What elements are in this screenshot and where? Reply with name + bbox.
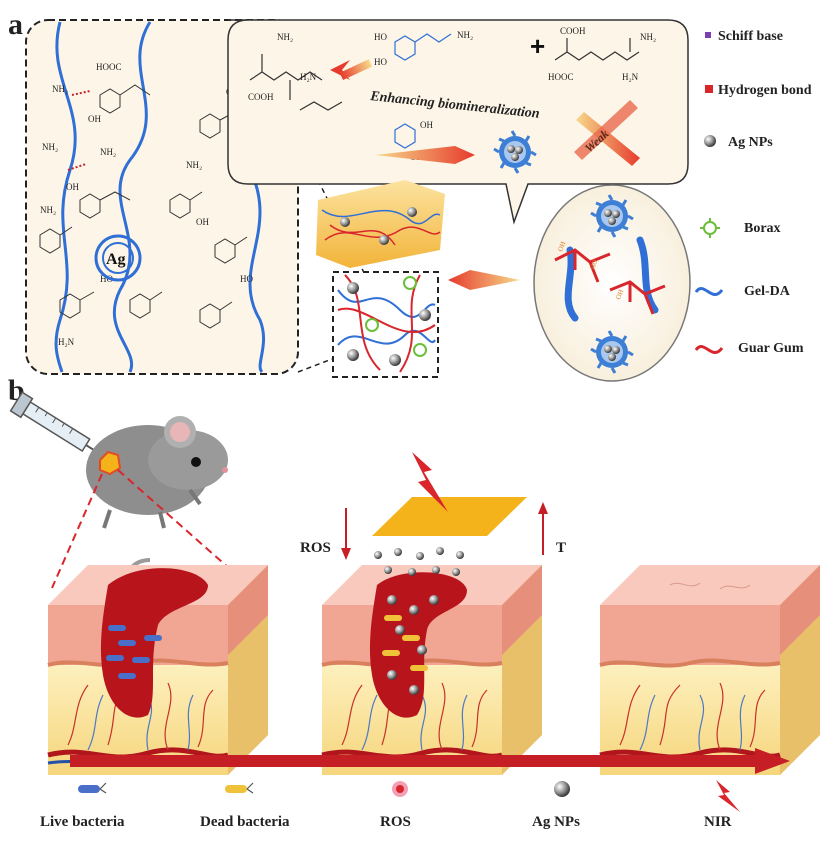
legend-item-label: Ag NPs: [532, 814, 580, 830]
ho-label: HO: [588, 258, 599, 270]
hooc-label: HOOC: [96, 62, 122, 72]
legend-item-label: Gel-DA: [744, 284, 791, 299]
nh2-label: NH₂: [186, 160, 202, 170]
legend-item-label: Dead bacteria: [200, 814, 290, 830]
interaction-arrow: [448, 270, 520, 290]
legend-item-label: Hydrogen bond: [718, 83, 812, 98]
borax-icon: [700, 218, 720, 238]
hydrogel-block: [316, 180, 445, 268]
interaction-oval: OH OH HO: [533, 184, 691, 382]
legend-bottom: Live bacteria Dead bacteria ROS Ag NPs N…: [40, 780, 740, 830]
reaction-box: NH₂ COOH H₂N HO HO NH₂ OH OH COOH HOOC N…: [227, 19, 689, 225]
ag-np-icon: [704, 135, 716, 147]
skin-block-infected: [48, 565, 268, 775]
legend-item-label: Schiff base: [718, 29, 783, 44]
skin-block-healed: [600, 565, 820, 775]
dead-bacteria-group: [382, 615, 428, 671]
cooh-label: COOH: [248, 92, 274, 102]
nh2-label: NH₂: [100, 147, 116, 157]
oh-label: OH: [66, 182, 79, 192]
nir-icon: [716, 780, 740, 812]
schiff-base-icon: [705, 32, 711, 38]
guar-gum-icon: [694, 345, 724, 354]
t-label: T: [556, 540, 566, 556]
ag-label: Ag: [106, 251, 126, 268]
live-bacteria-group: [106, 625, 162, 679]
ho-label: HO: [240, 274, 253, 284]
zoom-connector: [51, 473, 103, 589]
temperature-indicator: T: [538, 502, 566, 556]
dead-bacteria-icon: [225, 782, 254, 794]
reaction-arrow: [375, 146, 475, 164]
nh2-label: NH₂: [40, 205, 56, 215]
nh2-label: NH₂: [52, 84, 68, 94]
ag-np-stream: [374, 547, 464, 576]
progress-arrow: [70, 748, 790, 774]
h2n-label: H₂N: [58, 337, 75, 347]
legend-item-label: NIR: [704, 814, 732, 830]
nh2-label: NH₂: [640, 32, 656, 42]
hooc-label: HOOC: [548, 72, 574, 82]
cooh-label: COOH: [560, 26, 586, 36]
legend-item-label: Borax: [744, 221, 781, 236]
nir-bolt-icon: [412, 452, 448, 512]
network-zoom-square: [332, 271, 439, 378]
ros-icon: [392, 781, 408, 797]
oh-label: OH: [196, 217, 209, 227]
ag-nanoparticle-center: Ag: [94, 234, 142, 282]
ho-label: HO: [374, 57, 387, 67]
nh2-label: NH₂: [457, 30, 473, 40]
h2n-label: H₂N: [622, 72, 639, 82]
oh-label: OH: [614, 288, 625, 300]
ros-indicator: ROS: [300, 508, 351, 560]
legend-item-label: Ag NPs: [728, 135, 773, 150]
ros-label: ROS: [300, 540, 331, 556]
legend-item-label: ROS: [380, 814, 411, 830]
live-bacteria-icon: [78, 782, 107, 794]
syringe-icon: [9, 391, 104, 457]
hydrogel-patch: [372, 497, 527, 536]
legend-item-label: Guar Gum: [738, 341, 804, 356]
oh-label: OH: [420, 120, 433, 130]
h2n-label: H₂N: [300, 72, 317, 82]
ag-np-icon: [554, 781, 570, 797]
ho-label: HO: [374, 32, 387, 42]
ho-label: HO: [100, 274, 113, 284]
legend-item-label: Live bacteria: [40, 814, 125, 830]
mouse-illustration: [86, 416, 234, 629]
oh-label: OH: [88, 114, 101, 124]
legend-right: Schiff base Hydrogen bond Ag NPs Borax G…: [694, 29, 812, 356]
nh2-label: NH₂: [277, 32, 293, 42]
skin-block-treatment: [322, 565, 542, 775]
panel-a-label: a: [8, 8, 23, 41]
hydrogen-bond-icon: [705, 85, 713, 93]
gel-da-icon: [694, 287, 724, 296]
oh-label: OH: [556, 240, 567, 252]
plus-sign: +: [530, 31, 545, 61]
ag-np-group: [387, 595, 439, 695]
nh2-label: NH₂: [42, 142, 58, 152]
